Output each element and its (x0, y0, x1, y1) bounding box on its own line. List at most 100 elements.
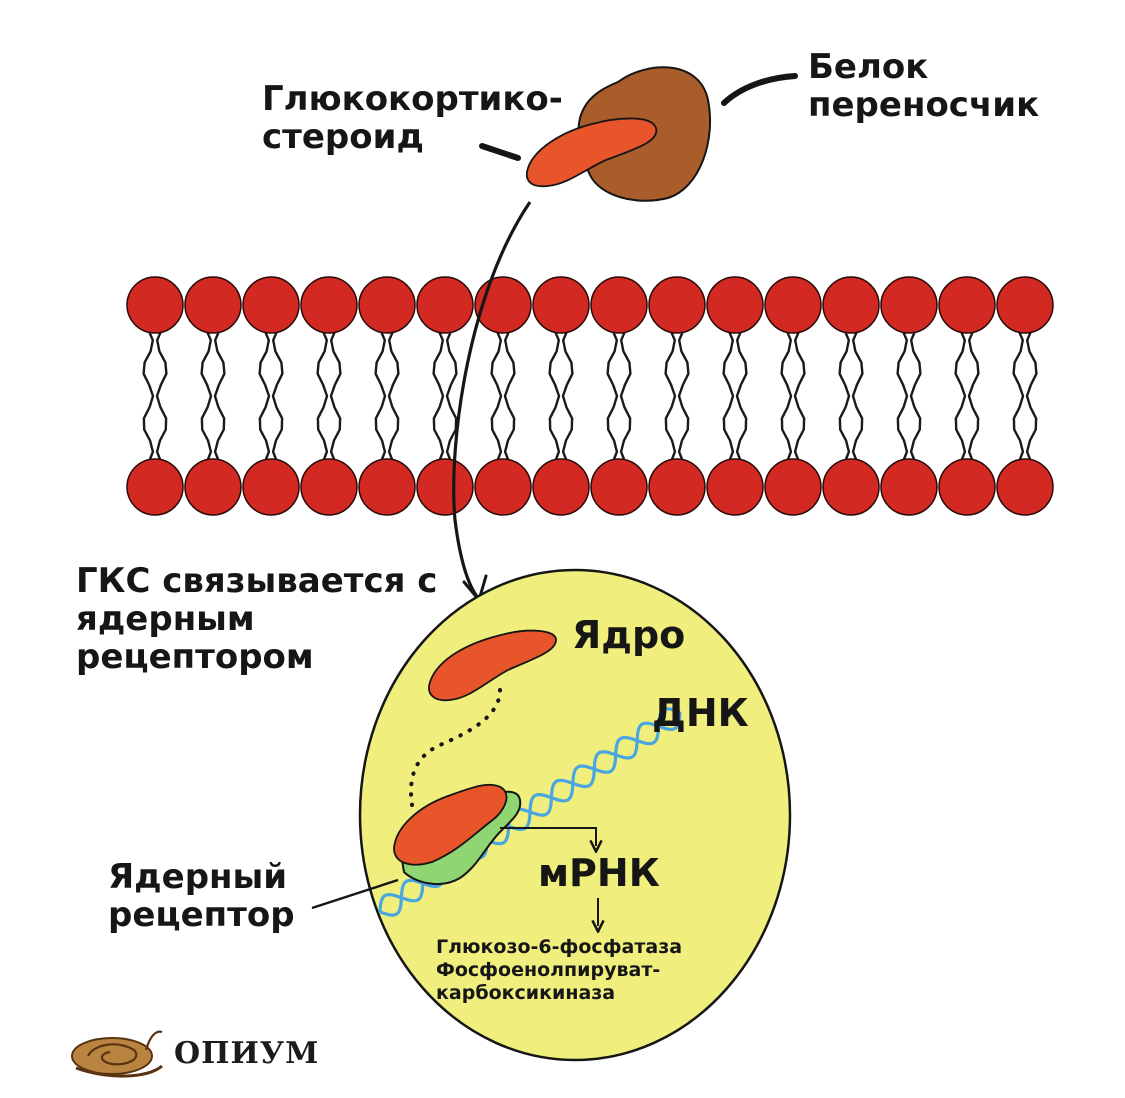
mrna-label: мРНК (538, 851, 660, 895)
glucocorticoid-pointer-line (479, 143, 521, 161)
lipid-head (648, 458, 706, 516)
lipid-tails (142, 328, 1038, 464)
lipid-tail (503, 328, 516, 464)
steroid-in-nucleus (428, 629, 557, 702)
lipid-tail (561, 328, 574, 464)
lipid-tail (213, 328, 226, 464)
lipid-head (242, 458, 300, 516)
receptor-pointer-line (311, 878, 399, 910)
enzyme-glucose-6-phosphatase: Глюкозо-6-фосфатаза (436, 936, 683, 958)
lipid-head (300, 276, 358, 334)
steroid-bound-to-receptor (393, 783, 508, 866)
enzyme-pepck-line-2: карбоксикиназа (436, 982, 616, 1005)
gcs-binds-label-line-3: рецептором (76, 637, 314, 678)
lipid-head (532, 458, 590, 516)
lipid-head (590, 276, 648, 334)
lipid-tail (735, 328, 748, 464)
lipid-head (474, 276, 532, 334)
lipid-head (590, 458, 648, 516)
lipid-heads-outer-layer (126, 276, 1054, 334)
lipid-tail (374, 328, 387, 464)
lipid-tail (896, 328, 909, 464)
lipid-head (822, 458, 880, 516)
nucleus-label: Ядро (572, 613, 686, 657)
lipid-head (126, 276, 184, 334)
lipid-tail (954, 328, 967, 464)
lipid-head (764, 458, 822, 516)
nuclear-receptor-label: Ядерный рецептор (108, 858, 295, 934)
transcription-arrow (500, 827, 596, 846)
lipid-tail (664, 328, 677, 464)
lipid-tail (490, 328, 503, 464)
carrier-protein-label: Белок переносчик (808, 48, 1039, 124)
lipid-tail (432, 328, 445, 464)
lipid-tail (387, 328, 400, 464)
lipid-head (126, 458, 184, 516)
entry-path-arrow (452, 201, 532, 599)
carrier-protein-label-line-2: переносчик (808, 85, 1040, 126)
carrier-protein-label-line-1: Белок (808, 47, 929, 87)
logo-snail-icon (71, 1030, 163, 1078)
lipid-tail (838, 328, 851, 464)
lipid-head (706, 276, 764, 334)
lipid-tail (316, 328, 329, 464)
lipid-tail (142, 328, 155, 464)
lipid-tail (1025, 328, 1038, 464)
nuclear-receptor-label-line-1: Ядерный (108, 857, 288, 897)
lipid-tail (967, 328, 980, 464)
lipid-head (416, 458, 474, 516)
lipid-head (648, 276, 706, 334)
lipid-tail (155, 328, 168, 464)
lipid-tail (200, 328, 213, 464)
lipid-tail (909, 328, 922, 464)
lipid-head (706, 458, 764, 516)
lipid-tail (329, 328, 342, 464)
lipid-head (938, 276, 996, 334)
glucocorticoid-label-line-2: стероид (262, 117, 424, 158)
lipid-tail (548, 328, 561, 464)
lipid-head (184, 458, 242, 516)
lipid-head (300, 458, 358, 516)
nuclear-receptor-label-line-2: рецептор (108, 895, 295, 936)
glucocorticoid-label-line-1: Глюкокортико- (262, 79, 563, 119)
enzymes-label: Глюкозо-6-фосфатаза Фосфоенолпируват- ка… (436, 936, 682, 1006)
glucocorticoid-label: Глюкокортико- стероид (262, 80, 563, 156)
lipid-tail (258, 328, 271, 464)
lipid-head (996, 458, 1054, 516)
lipid-head (474, 458, 532, 516)
lipid-head (532, 276, 590, 334)
steroid-movement-dots (409, 688, 502, 807)
dna-label: ДНК (652, 691, 749, 735)
carrier-pointer-line (721, 73, 798, 106)
lipid-head (996, 276, 1054, 334)
lipid-tail (271, 328, 284, 464)
lipid-tail (445, 328, 458, 464)
lipid-head (880, 276, 938, 334)
lipid-heads-inner-layer (126, 458, 1054, 516)
lipid-tail (722, 328, 735, 464)
lipid-head (358, 276, 416, 334)
lipid-tail (780, 328, 793, 464)
gcs-binds-label-line-2: ядерным (76, 599, 255, 640)
lipid-tail (677, 328, 690, 464)
lipid-head (242, 276, 300, 334)
lipid-head (416, 276, 474, 334)
lipid-head (822, 276, 880, 334)
lipid-head (184, 276, 242, 334)
lipid-head (938, 458, 996, 516)
lipid-tail (793, 328, 806, 464)
lipid-head (880, 458, 938, 516)
lipid-tail (606, 328, 619, 464)
logo-text: ОПИУМ (174, 1036, 320, 1071)
lipid-head (764, 276, 822, 334)
lipid-tail (1012, 328, 1025, 464)
glucocorticoid-molecule (526, 117, 658, 188)
gcs-binds-label-line-1: ГКС связывается с (76, 561, 438, 601)
lipid-tail (851, 328, 864, 464)
lipid-tail (619, 328, 632, 464)
gcs-binds-label: ГКС связывается с ядерным рецептором (76, 562, 437, 676)
enzyme-pepck-line-1: Фосфоенолпируват- (436, 959, 661, 982)
lipid-head (358, 458, 416, 516)
